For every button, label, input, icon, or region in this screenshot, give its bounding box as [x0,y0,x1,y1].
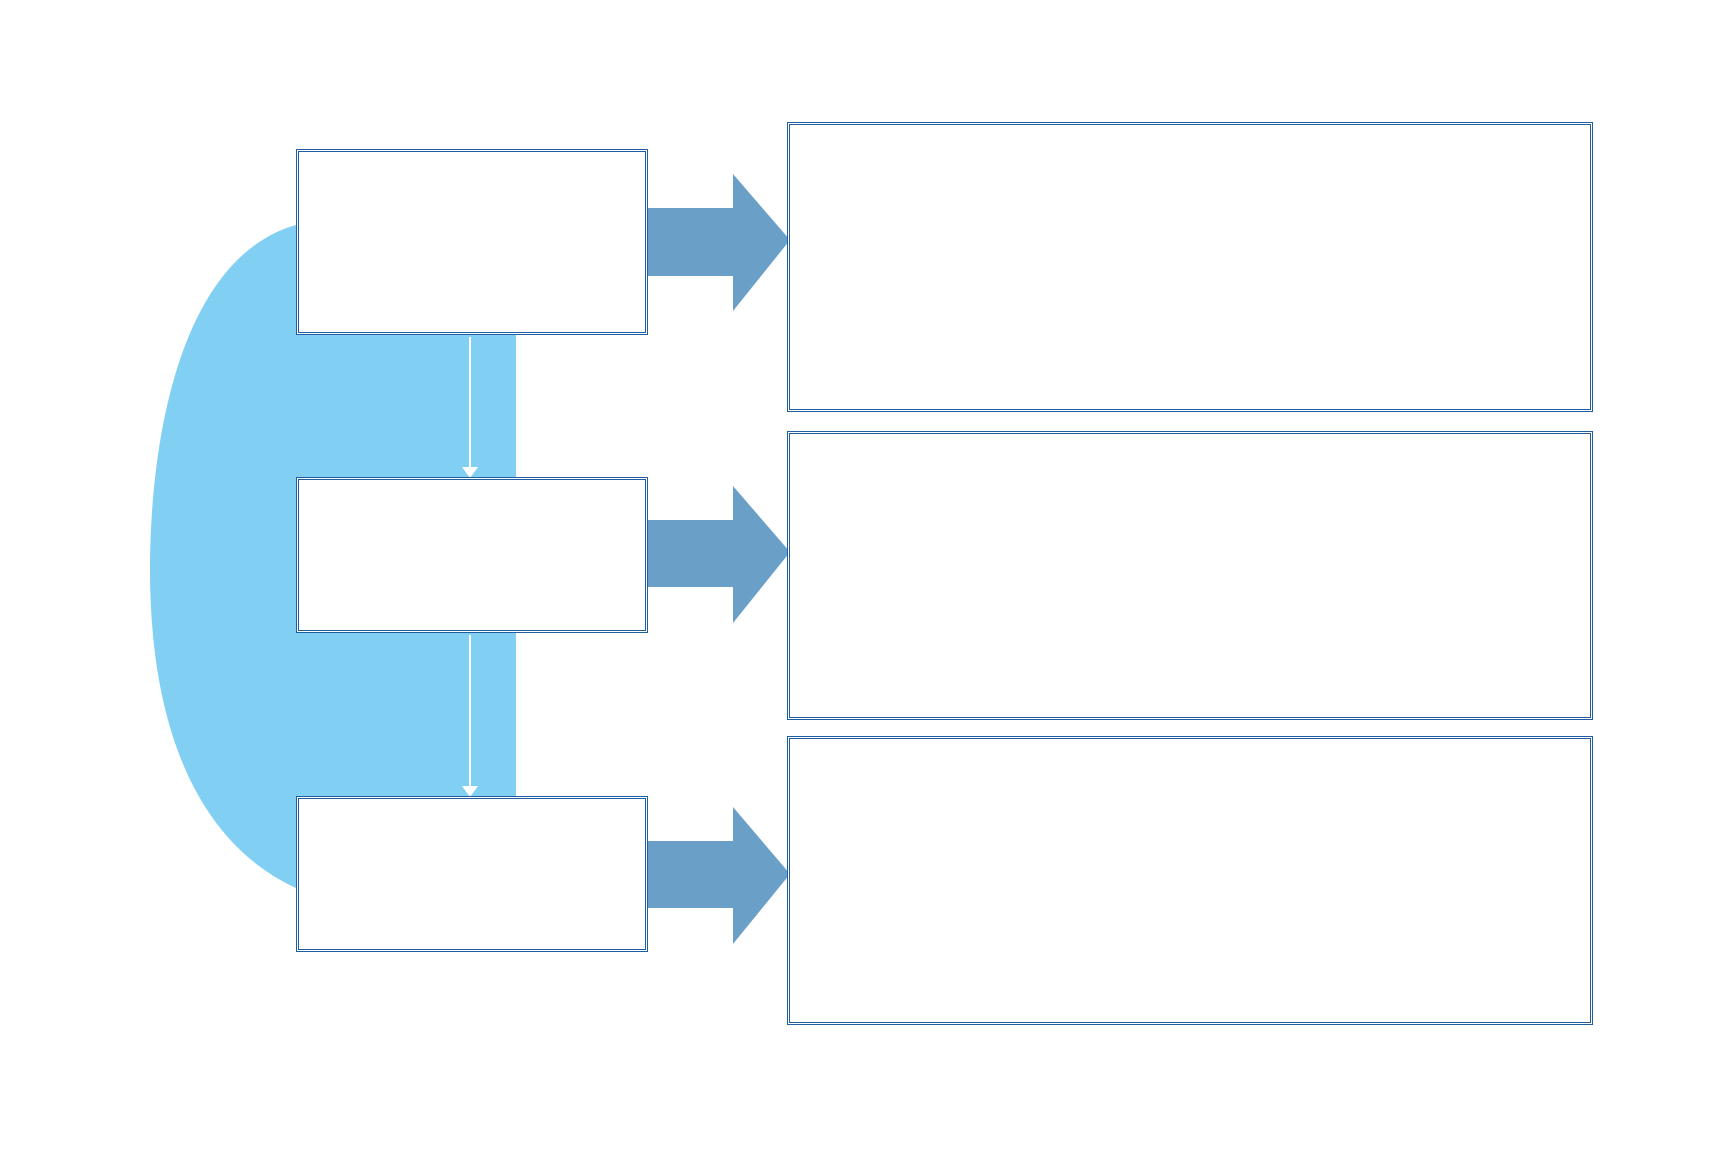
block-arrow-2 [648,486,790,623]
flow-arrow-2-to-3 [462,635,478,797]
block-arrow-1 [648,174,790,311]
detail-box-3 [787,736,1593,1025]
flow-arrow-1-to-2 [462,337,478,478]
block-arrow-3 [648,807,790,944]
step-box-2 [296,477,648,633]
detail-box-2 [787,431,1593,720]
detail-box-1 [787,122,1593,412]
step-box-1 [296,149,648,335]
step-box-3 [296,796,648,952]
